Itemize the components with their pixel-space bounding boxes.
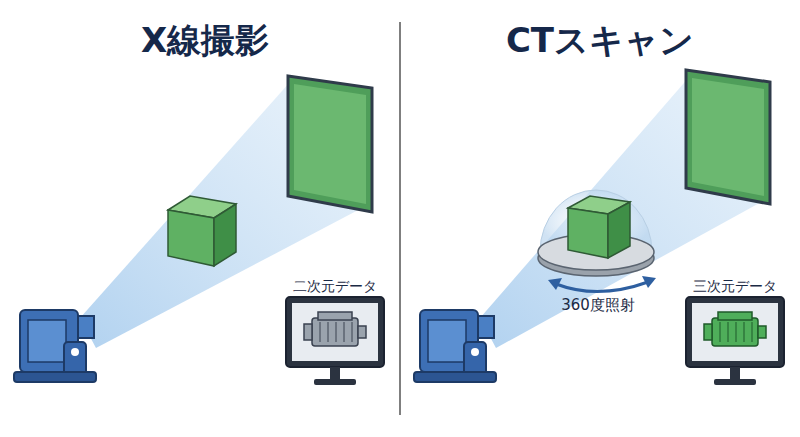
cube xyxy=(568,208,608,258)
detector-panel xyxy=(288,76,372,212)
detector-face xyxy=(692,78,764,196)
xray-source xyxy=(14,310,96,382)
detector-panel xyxy=(686,70,770,204)
data-label: 三次元データ xyxy=(691,278,779,296)
rotation-label: 360度照射 xyxy=(561,296,635,315)
xray-source xyxy=(414,310,496,382)
monitor-node: 三次元データ xyxy=(691,276,779,296)
monitor xyxy=(286,297,384,385)
panel-heading: X線撮影 xyxy=(141,18,269,64)
cube xyxy=(168,210,214,266)
monitor xyxy=(686,297,784,385)
arrow-head xyxy=(642,276,656,288)
rotation-arrow xyxy=(556,282,648,292)
detector-face xyxy=(294,84,366,204)
panel-heading: CTスキャン xyxy=(506,18,694,64)
cube xyxy=(608,202,630,258)
data-label: 二次元データ xyxy=(291,278,379,296)
arrow-head xyxy=(548,278,562,290)
cube xyxy=(214,204,236,266)
divider xyxy=(399,22,401,415)
monitor-node: 二次元データ xyxy=(291,276,379,296)
